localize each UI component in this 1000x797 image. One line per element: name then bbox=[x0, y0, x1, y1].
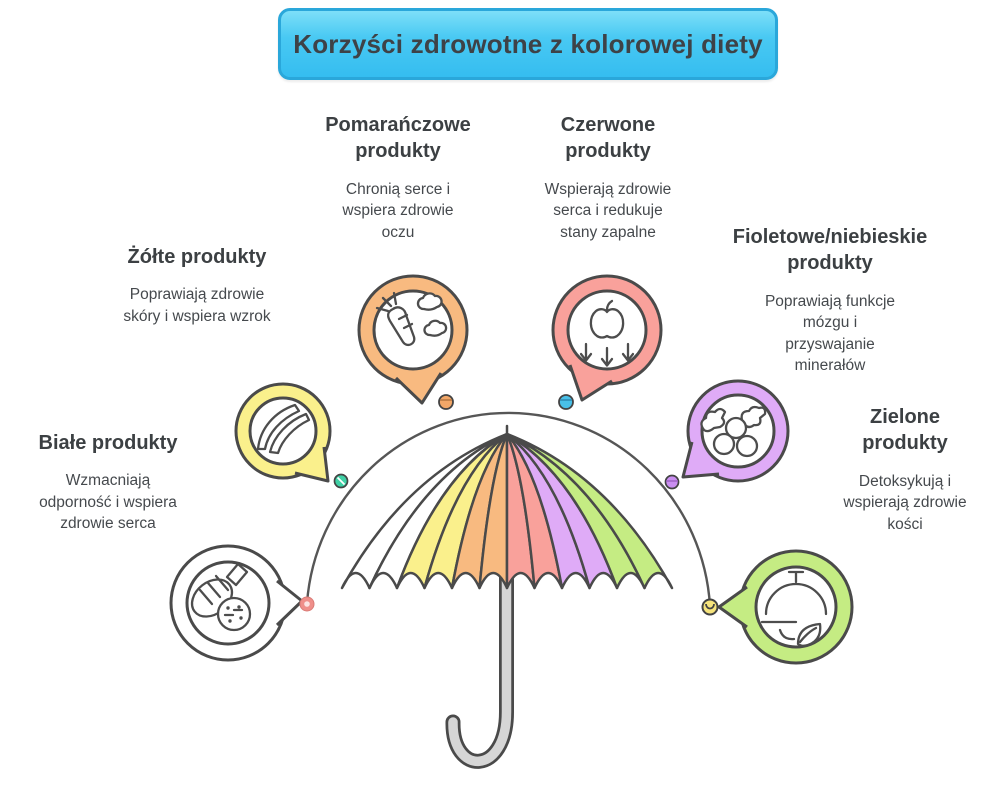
category-orange-heading: Pomarańczowe produkty bbox=[325, 114, 471, 163]
umbrella-canopy bbox=[340, 424, 674, 590]
arc-node-2 bbox=[333, 473, 349, 489]
category-purple-description: Poprawiają funkcje mózgu i przyswajanie … bbox=[764, 292, 896, 374]
umbrella-pole bbox=[445, 552, 514, 769]
red-products-bubble bbox=[551, 274, 663, 402]
category-green-heading: Zielone produkty bbox=[862, 406, 948, 455]
bubble-tail bbox=[294, 446, 330, 483]
bubble-tail bbox=[568, 364, 613, 402]
category-yellow-heading: Żółte produkty bbox=[127, 246, 267, 268]
arc-node-4 bbox=[558, 394, 574, 410]
bubble-tail bbox=[717, 585, 748, 629]
category-green-description: Detoksykują i wspierają zdrowie kości bbox=[843, 472, 967, 533]
green-products-bubble bbox=[717, 549, 854, 665]
carrot-cauliflower-icon bbox=[375, 291, 448, 347]
connector-arc bbox=[305, 411, 712, 607]
garlic-icon bbox=[190, 562, 252, 632]
white-products-bubble bbox=[169, 544, 304, 662]
arc-node-6 bbox=[701, 598, 719, 616]
grapes-icon bbox=[700, 405, 767, 458]
bubble-tail bbox=[681, 441, 720, 479]
orange-products-bubble bbox=[357, 274, 469, 405]
category-yellow-description: Poprawiają zdrowie skóry i wspiera wzrok bbox=[123, 286, 271, 325]
category-red-description: Wspierają zdrowie serca i redukuje stany… bbox=[544, 180, 672, 241]
bananas-icon bbox=[256, 403, 311, 455]
category-orange-description: Chronią serce i wspiera zdrowie oczu bbox=[342, 180, 454, 241]
page-title: Korzyści zdrowotne z kolorowej diety bbox=[278, 8, 778, 80]
category-red-heading: Czerwone produkty bbox=[560, 114, 656, 163]
category-red: Czerwone produkty Wspierają zdrowie serc… bbox=[518, 112, 698, 243]
purple-products-bubble bbox=[681, 379, 790, 483]
category-white-heading: Białe produkty bbox=[38, 432, 178, 454]
bubble-tail bbox=[394, 372, 443, 405]
arc-node-1 bbox=[299, 596, 315, 612]
umbrella-panel bbox=[505, 432, 674, 590]
covered-dish-leaf-icon bbox=[760, 570, 828, 647]
category-white: Białe produkty Wzmacniają odporność i ws… bbox=[13, 430, 203, 535]
category-green: Zielone produkty Detoksykują i wspierają… bbox=[818, 404, 992, 535]
category-orange: Pomarańczowe produkty Chronią serce i ws… bbox=[308, 112, 488, 243]
arc-node-3 bbox=[438, 394, 454, 410]
yellow-products-bubble bbox=[234, 382, 332, 483]
category-purple: Fioletowe/niebieskie produkty Poprawiają… bbox=[705, 224, 955, 376]
category-purple-heading: Fioletowe/niebieskie produkty bbox=[732, 226, 928, 275]
arc-nodes bbox=[299, 394, 719, 616]
category-white-description: Wzmacniają odporność i wspiera zdrowie s… bbox=[39, 472, 177, 533]
apple-arrows-icon bbox=[579, 299, 635, 367]
arc-node-5 bbox=[664, 474, 680, 490]
category-yellow: Żółte produkty Poprawiają zdrowie skóry … bbox=[92, 244, 302, 327]
bubble-tail bbox=[275, 579, 304, 627]
